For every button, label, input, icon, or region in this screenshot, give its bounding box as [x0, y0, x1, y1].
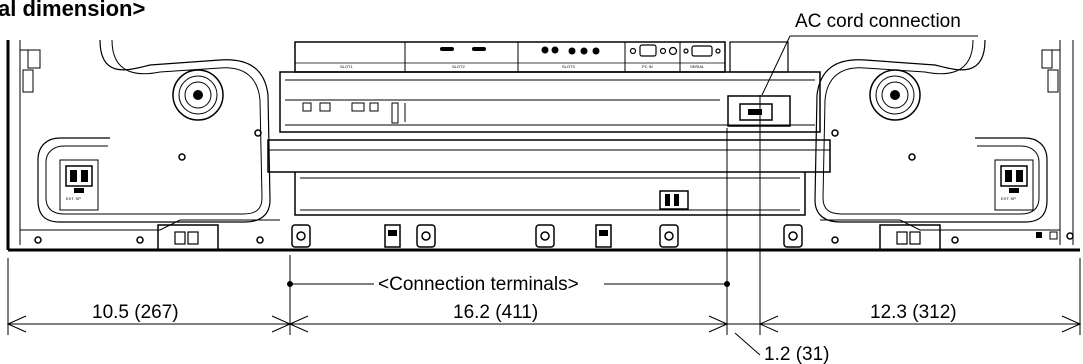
ext-sp-label-left: EXT. SP: [66, 196, 81, 201]
pc-in-label: PC IN: [642, 64, 653, 69]
slot3-label: SLOT3: [562, 64, 575, 69]
terminal-panel: SLOT1 SLOT2 SLOT3 PC IN SERIAL: [267, 41, 831, 248]
dim-left-value: 10.5 (267): [92, 302, 179, 323]
dim-right-value: 12.3 (312): [870, 302, 957, 323]
slot1-label: SLOT1: [340, 64, 353, 69]
ac-cord-callout: AC cord connection: [761, 11, 978, 96]
ext-sp-label-right: EXT. SP: [1001, 196, 1016, 201]
dim-offset-value: 1.2 (31): [764, 344, 829, 364]
right-side-detail: EXT. SP: [814, 39, 1074, 251]
serial-label: SERIAL: [690, 64, 705, 69]
left-side-detail: EXT. SP: [20, 39, 271, 251]
dimension-lines: <Connection terminals> 10.5 (267) 16.2 (…: [6, 95, 1082, 364]
ac-cord-label: AC cord connection: [795, 11, 961, 32]
slot2-label: SLOT2: [452, 64, 465, 69]
connection-terminals-label: <Connection terminals>: [378, 274, 579, 295]
dim-middle-value: 16.2 (411): [453, 302, 538, 323]
heading: al dimension>: [0, 0, 145, 21]
